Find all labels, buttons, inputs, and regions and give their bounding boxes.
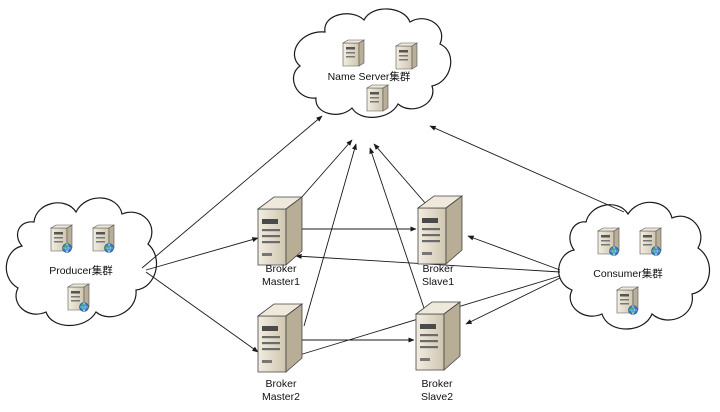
broker-server-icon	[415, 301, 461, 371]
edge-producer-master1	[145, 237, 259, 271]
edge-consumer-slave2	[465, 277, 561, 325]
edge-slave1-nameserver	[373, 143, 427, 205]
broker-master2-line2: Master2	[262, 391, 300, 403]
server-icon	[366, 84, 389, 112]
broker-master1-line2: Master1	[262, 276, 300, 288]
broker-master1: Broker Master1	[257, 196, 303, 288]
broker-slave1-line2: Slave1	[422, 276, 454, 288]
server-globe-icon	[640, 228, 661, 256]
nameserver-label: Name Server集群	[328, 70, 411, 83]
nameserver-cloud	[293, 8, 452, 118]
broker-server-icon	[257, 196, 303, 266]
producer-cloud	[5, 197, 158, 326]
edge-producer-master2	[145, 271, 259, 353]
edge-slave2-nameserver	[369, 147, 429, 321]
server-icon	[395, 42, 418, 70]
broker-server-icon	[417, 195, 463, 265]
server-globe-icon	[68, 284, 89, 312]
broker-slave2-line1: Broker	[422, 378, 453, 390]
broker-slave2-line2: Slave2	[421, 391, 453, 403]
server-globe-icon	[598, 228, 619, 256]
broker-master2: Broker Master2	[257, 303, 303, 403]
server-icon	[342, 39, 365, 67]
server-globe-icon	[617, 287, 638, 315]
broker-slave2: Broker Slave2	[415, 301, 461, 403]
edge-consumer-nameserver	[429, 125, 625, 213]
edges	[141, 115, 625, 357]
edge-master2-nameserver	[303, 143, 357, 327]
server-globe-icon	[93, 225, 114, 253]
edge-producer-nameserver	[141, 115, 323, 269]
edge-consumer-slave1	[467, 235, 561, 271]
producer-label: Producer集群	[49, 264, 113, 277]
broker-master1-line1: Broker	[266, 263, 297, 275]
consumer-label: Consumer集群	[593, 267, 663, 280]
broker-server-icon	[257, 303, 303, 373]
broker-master2-line1: Broker	[266, 378, 297, 390]
broker-slave1: Broker Slave1	[417, 195, 463, 288]
edge-master1-nameserver	[293, 139, 353, 207]
server-globe-icon	[51, 225, 72, 253]
broker-slave1-line1: Broker	[423, 263, 454, 275]
